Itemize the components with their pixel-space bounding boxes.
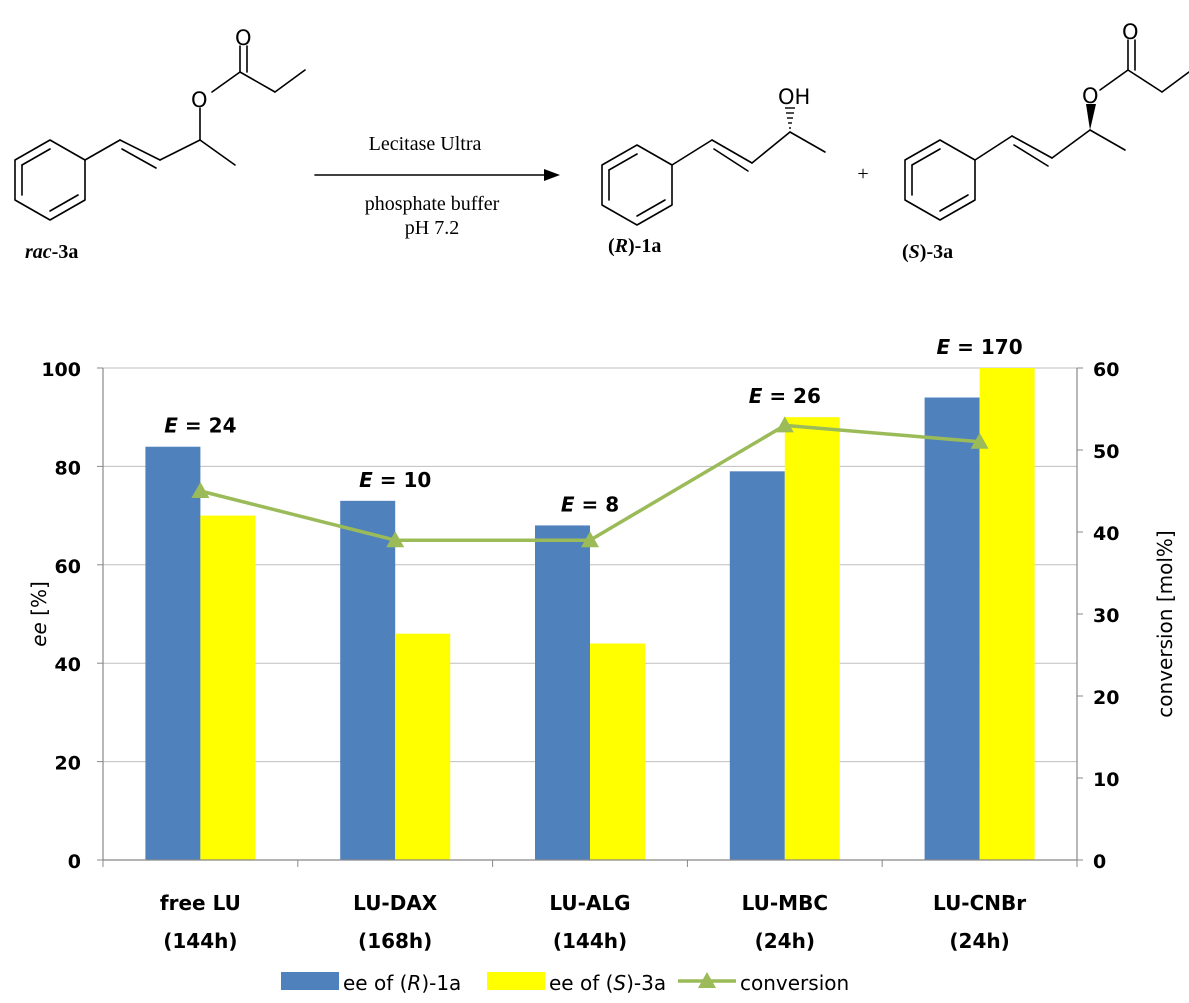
x-category-label: LU-MBC	[742, 891, 828, 915]
product-1-structure	[601, 131, 826, 226]
carbonyl-oxygen-2: O	[1122, 20, 1139, 44]
conversion-marker	[386, 531, 405, 548]
legend-swatch	[487, 972, 545, 990]
substrate-label: rac-3a	[25, 241, 78, 263]
bar-ee-r-1a	[535, 525, 590, 860]
x-category-time: (144h)	[553, 929, 627, 953]
legend-label: ee of (S)-3a	[549, 971, 666, 995]
conversion-line-path	[199, 423, 980, 542]
right-tick-label: 40	[1093, 523, 1119, 545]
plus-sign: +	[857, 163, 868, 185]
bar-ee-r-1a	[340, 500, 396, 860]
e-value-annotation: E = 8	[561, 492, 619, 516]
substrate-structure	[14, 45, 306, 221]
x-category-label: LU-DAX	[353, 891, 438, 915]
chart-labels: 0 20 40 60 80 100 0 10 20 30 40 50 60 E = 24 E = 10 E =…	[27, 335, 1177, 953]
reagent-bottom-2: pH 7.2	[405, 217, 459, 239]
x-category-time: (144h)	[163, 929, 237, 953]
y-axis-right-label: conversion [mol%]	[1153, 530, 1177, 717]
bar-ee-r-1a	[924, 397, 980, 860]
e-value-annotation: E = 170	[937, 335, 1023, 359]
bar-ee-r-1a	[145, 446, 201, 860]
product-2-label: (S)-3a	[902, 241, 953, 263]
left-tick-label: 0	[68, 851, 81, 873]
reaction-scheme: O O OH O O Lecitase Ultra phosphate buff…	[14, 20, 1189, 263]
right-tick-label: 60	[1093, 359, 1119, 381]
bold-wedge	[1086, 104, 1096, 130]
right-tick-label: 50	[1093, 441, 1119, 463]
right-tick-label: 30	[1093, 605, 1119, 627]
bar-ee-r-1a	[729, 471, 785, 860]
e-value-annotation: E = 24	[164, 414, 236, 438]
legend-label: ee of (R)-1a	[343, 971, 461, 995]
bar-ee-s-3a	[784, 417, 840, 860]
ester-oxygen-1: O	[191, 88, 208, 112]
hashed-wedge	[785, 107, 795, 129]
conversion-marker	[581, 531, 599, 548]
right-tick-label: 0	[1093, 851, 1106, 873]
product-1-label: (R)-1a	[608, 235, 661, 257]
y-axis-left-label: ee [%]	[27, 581, 51, 647]
legend-label: conversion	[740, 971, 849, 995]
ee-conversion-chart: 0 20 40 60 80 100 0 10 20 30 40 50 60 E = 24 E = 10 E =…	[27, 335, 1177, 995]
legend: ee of (R)-1a ee of (S)-3a conversion	[281, 971, 849, 995]
bar-ee-s-3a	[979, 368, 1035, 860]
left-tick-label: 40	[55, 654, 81, 676]
conversion-marker	[970, 432, 989, 449]
right-tick-label: 20	[1093, 687, 1119, 709]
left-tick-label: 60	[55, 556, 81, 578]
product-2-structure	[904, 39, 1189, 221]
conversion-marker	[775, 416, 794, 433]
x-category-label: free LU	[160, 891, 241, 915]
conversion-line	[191, 416, 989, 548]
bar-ee-s-3a	[200, 515, 256, 860]
bar-ee-s-3a	[590, 643, 645, 860]
hydroxyl-label: OH	[778, 85, 810, 109]
bar-series	[145, 368, 1035, 860]
legend-swatch	[281, 972, 339, 990]
ester-oxygen-2: O	[1082, 84, 1099, 108]
left-tick-label: 80	[55, 457, 81, 479]
e-value-annotation: E = 26	[749, 384, 821, 408]
reagent-bottom-1: phosphate buffer	[365, 193, 500, 215]
bar-ee-s-3a	[395, 633, 451, 860]
reaction-arrowhead	[544, 169, 560, 181]
x-category-time: (24h)	[949, 929, 1009, 953]
axes	[97, 367, 1083, 867]
left-tick-label: 100	[41, 359, 81, 381]
right-tick-label: 10	[1093, 769, 1119, 791]
x-category-label: LU-ALG	[549, 891, 630, 915]
conversion-marker	[191, 482, 210, 498]
x-category-time: (168h)	[358, 929, 432, 953]
legend-marker	[698, 972, 716, 988]
e-value-annotation: E = 10	[359, 468, 431, 492]
x-category-time: (24h)	[755, 929, 815, 953]
carbonyl-oxygen-1: O	[235, 26, 252, 50]
reagent-top: Lecitase Ultra	[369, 133, 482, 155]
left-tick-label: 20	[55, 753, 81, 775]
x-category-label: LU-CNBr	[933, 891, 1026, 915]
